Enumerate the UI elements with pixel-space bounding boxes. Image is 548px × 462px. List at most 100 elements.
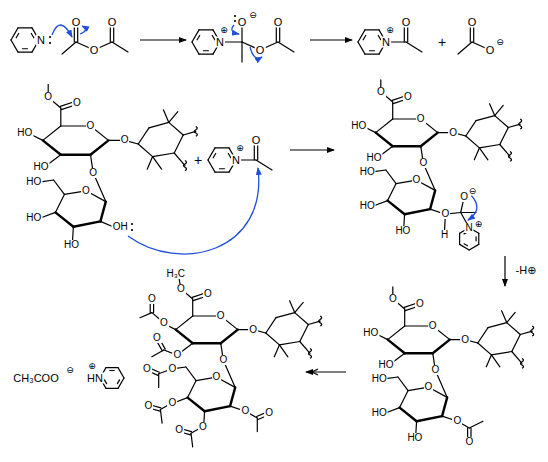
bond-line xyxy=(213,153,216,157)
bond-line xyxy=(300,342,310,354)
bond-line xyxy=(469,421,483,428)
atom-label: HO xyxy=(394,226,411,236)
bond-line xyxy=(60,108,61,126)
bond-line xyxy=(490,104,495,116)
bond-line xyxy=(118,368,124,378)
bond-line xyxy=(205,406,231,411)
bond-line xyxy=(388,201,405,215)
bond-line xyxy=(55,194,64,212)
atom-label: ⊕ xyxy=(87,362,97,371)
atom-label: O xyxy=(144,401,154,411)
bond-line xyxy=(61,154,91,156)
atom-label: O xyxy=(72,98,82,108)
atom-label: O xyxy=(467,17,478,28)
bond-line xyxy=(153,157,162,170)
atom-label: O xyxy=(81,186,91,196)
bond-line xyxy=(376,133,393,147)
atom-label: HO xyxy=(350,121,367,131)
bond-line xyxy=(466,121,476,136)
bond-line xyxy=(464,244,467,246)
bond-line xyxy=(295,313,309,325)
atom-label: H xyxy=(440,230,449,240)
atom-label: N xyxy=(215,37,225,48)
bond-line xyxy=(478,343,492,355)
bond-line xyxy=(417,416,443,421)
bond-line xyxy=(32,135,43,140)
bond-line xyxy=(163,110,168,123)
bond-line xyxy=(22,48,27,49)
lone-pair-dot xyxy=(131,229,133,231)
bond-line xyxy=(386,170,396,184)
atom-label: O xyxy=(173,350,183,360)
atom-label: O xyxy=(198,422,208,432)
bond-line xyxy=(386,377,398,379)
bond-line xyxy=(138,144,152,157)
bond-line xyxy=(374,170,386,172)
atom-label: O xyxy=(441,209,451,219)
bond-line xyxy=(479,148,488,160)
curly-arrow xyxy=(52,25,72,37)
bond-line xyxy=(460,244,470,250)
atom-label: O xyxy=(107,17,118,28)
bond-line xyxy=(478,233,479,244)
atom-label: O xyxy=(248,325,258,335)
bond-line xyxy=(442,397,447,416)
atom-label: HO xyxy=(25,213,42,223)
bond-line xyxy=(16,33,19,37)
bond-line xyxy=(106,388,118,389)
atom-label: O xyxy=(43,92,53,102)
bond-line xyxy=(358,42,365,54)
atom-label: O xyxy=(237,17,248,28)
atom-label: HO xyxy=(63,240,80,250)
bond-line xyxy=(500,128,509,145)
atom-label: O xyxy=(142,364,152,374)
atom-label: O xyxy=(147,294,157,304)
atom-label: HO xyxy=(366,153,383,163)
atom-label: O xyxy=(485,45,496,56)
bond-line xyxy=(405,209,431,214)
reaction-arrow xyxy=(140,39,186,40)
atom-label: O xyxy=(415,299,425,309)
bond-line xyxy=(278,42,294,52)
atom-label: HO xyxy=(378,360,395,370)
atom-label: O xyxy=(464,437,474,447)
bond-line xyxy=(512,335,521,352)
lone-pair-dot xyxy=(49,42,51,44)
atom-label: HO xyxy=(371,374,388,384)
bond-line xyxy=(176,316,193,330)
bond-line xyxy=(160,410,162,424)
bond-line xyxy=(215,147,229,148)
bond-line xyxy=(197,35,200,39)
atom-label: O xyxy=(255,45,266,56)
atom-label: O xyxy=(412,175,422,185)
bond-line xyxy=(295,302,304,312)
atom-label: -H⊕ xyxy=(515,265,538,276)
wavy-bond xyxy=(309,348,312,358)
atom-label: ⊕ xyxy=(235,144,245,153)
bond-line xyxy=(507,312,516,322)
bond-line xyxy=(199,29,213,30)
bond-line xyxy=(488,323,507,328)
atom-label: O xyxy=(174,425,184,435)
bond-line xyxy=(62,42,76,54)
bond-line xyxy=(55,212,73,226)
bond-line xyxy=(215,172,229,173)
bond-line xyxy=(18,52,32,53)
bond-line xyxy=(300,325,309,342)
bond-line xyxy=(507,323,521,335)
bond-line xyxy=(230,387,235,406)
atom-label: O xyxy=(167,398,177,408)
reaction-arrow xyxy=(290,149,334,150)
bond-line xyxy=(404,309,405,326)
bond-line xyxy=(41,212,55,217)
bond-line xyxy=(274,345,279,357)
bond-line xyxy=(43,126,61,140)
wavy-bond xyxy=(521,358,524,368)
atom-label: HO xyxy=(371,408,388,418)
atom-label: CH₃COO xyxy=(12,373,59,384)
bond-line xyxy=(279,342,299,345)
atom-label: O xyxy=(376,87,386,97)
wavy-bond xyxy=(509,151,512,161)
atom-label: O xyxy=(167,364,177,374)
bond-line xyxy=(192,30,199,42)
